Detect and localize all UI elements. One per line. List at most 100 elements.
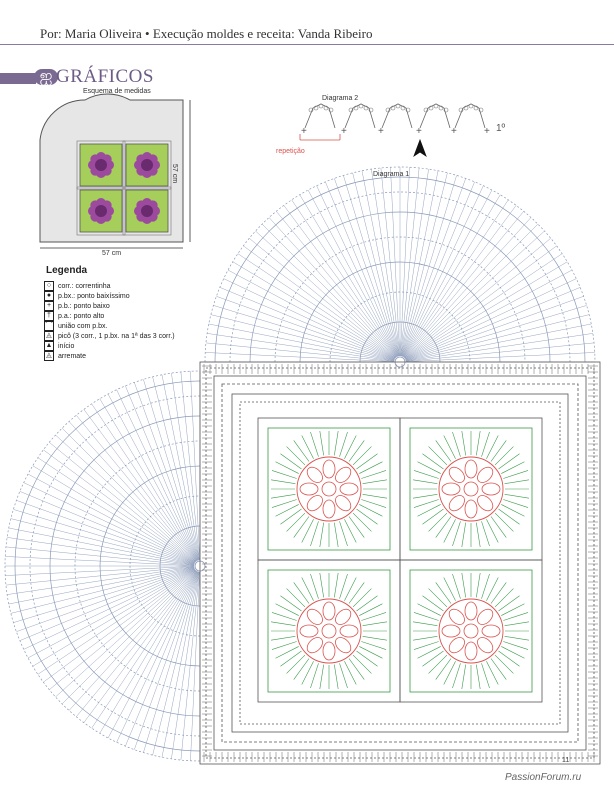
fan-stitch (91, 570, 197, 729)
fan-stitch (116, 389, 198, 561)
legend-item: +p.b.: ponto baixo (44, 301, 110, 311)
motif-stitch (452, 521, 461, 547)
motif-stitch (503, 641, 529, 650)
fan-stitch (405, 314, 590, 361)
motif-stitch (476, 664, 481, 690)
motif-stitch (362, 494, 388, 499)
motif-stitch (339, 431, 348, 457)
diagram-1-motifs (257, 417, 543, 703)
motif-stitch (443, 435, 456, 459)
motif-stitch (498, 453, 520, 470)
fan-stitch (261, 223, 396, 358)
flower-petal (335, 466, 352, 483)
fan-stitch (404, 245, 557, 359)
motif-stitch (435, 516, 452, 538)
fan-stitch (180, 571, 200, 761)
fan-stitch (32, 465, 195, 564)
motif-stitch (275, 603, 299, 616)
repeat-label: repetição (276, 148, 305, 155)
fan-stitch (5, 546, 195, 566)
legend-text: picô (3 corr., 1 p.bx. na 1ª das 3 corr.… (58, 332, 175, 340)
flower-petal (335, 495, 352, 512)
motif-stitch (339, 521, 348, 547)
motif-stitch (412, 479, 438, 484)
motif-inner-square (267, 569, 391, 693)
fan-stitch (10, 567, 195, 614)
motif-stitch (334, 664, 339, 690)
fan-stitch (8, 527, 195, 566)
fan-stitch (403, 205, 517, 358)
fan-stitch (134, 382, 199, 561)
motif-stitch (271, 641, 297, 650)
section-title-bar (0, 73, 36, 84)
fan-stitch (43, 569, 196, 683)
flower-petal (306, 608, 323, 625)
flower-center (95, 205, 107, 217)
motif-stitch (271, 499, 297, 508)
flower-petal (464, 641, 478, 661)
fan-row (229, 191, 571, 363)
fan-stitch (210, 314, 395, 361)
fan-stitch (255, 230, 396, 359)
flower-outline (296, 456, 362, 522)
fan-stitch (268, 217, 397, 358)
legend-item: ▲início (44, 341, 74, 351)
motif-stitch (275, 646, 299, 659)
fan-stitch (107, 571, 198, 739)
motif-stitch (359, 646, 383, 659)
header-rule (0, 44, 614, 45)
legend-text: p.b.: ponto baixo (58, 302, 110, 310)
fan-stitch (180, 371, 200, 561)
fan-stitch (403, 199, 509, 358)
fan-stitch (401, 175, 457, 357)
motif-stitch (490, 440, 507, 462)
motif-stitch (361, 612, 387, 621)
legend-text: corr.: correntinha (58, 282, 111, 290)
motif-stitch (461, 572, 466, 598)
flower-center (321, 623, 337, 639)
motif-stitch (344, 519, 357, 543)
motif-stitch (417, 603, 441, 616)
flower-petal (306, 637, 323, 654)
fan-stitch (16, 500, 195, 565)
fan-stitch (49, 569, 196, 690)
diagram2-title: Diagrama 2 (322, 95, 359, 102)
motif-stitch (361, 641, 387, 650)
motif-stitch (280, 595, 302, 612)
stitch-plus: + (451, 126, 457, 137)
flower-petal (441, 624, 461, 638)
flower-outline (438, 456, 504, 522)
fan-stitch (400, 169, 429, 357)
fan-stitch (27, 568, 195, 659)
fan-stitch (232, 261, 395, 360)
flower-petal (464, 499, 478, 519)
fan-stitch (405, 305, 587, 361)
diagram-1-left-fan (4, 370, 206, 762)
motif-stitch (334, 522, 339, 548)
motif-stitch (301, 577, 314, 601)
fan-stitch (401, 172, 448, 357)
fan-stitch (207, 333, 395, 362)
fan-stitch (403, 211, 524, 358)
fan-stitch (76, 570, 197, 717)
fan-stitch (223, 278, 395, 360)
fan-row (4, 370, 201, 762)
flower-outline (438, 598, 504, 664)
motif-stitch (486, 519, 499, 543)
motif-stitch (413, 470, 439, 479)
motif-stitch (286, 512, 306, 532)
motif-stitch (356, 595, 378, 612)
legend-title: Legenda (46, 265, 88, 276)
motif-stitch (486, 577, 499, 601)
legend-item: ○corr.: correntinha (44, 281, 111, 291)
height-label: 57 cm (171, 164, 178, 184)
fan-stitch (402, 189, 493, 357)
fan-stitch (405, 287, 581, 360)
fan-stitch (205, 342, 395, 362)
motif-stitch (428, 654, 448, 674)
motif-stitch (476, 430, 481, 456)
fan-stitch (400, 167, 410, 357)
motif-stitch (356, 453, 378, 470)
fan-stitch (5, 556, 195, 566)
flower-petal (448, 637, 465, 654)
